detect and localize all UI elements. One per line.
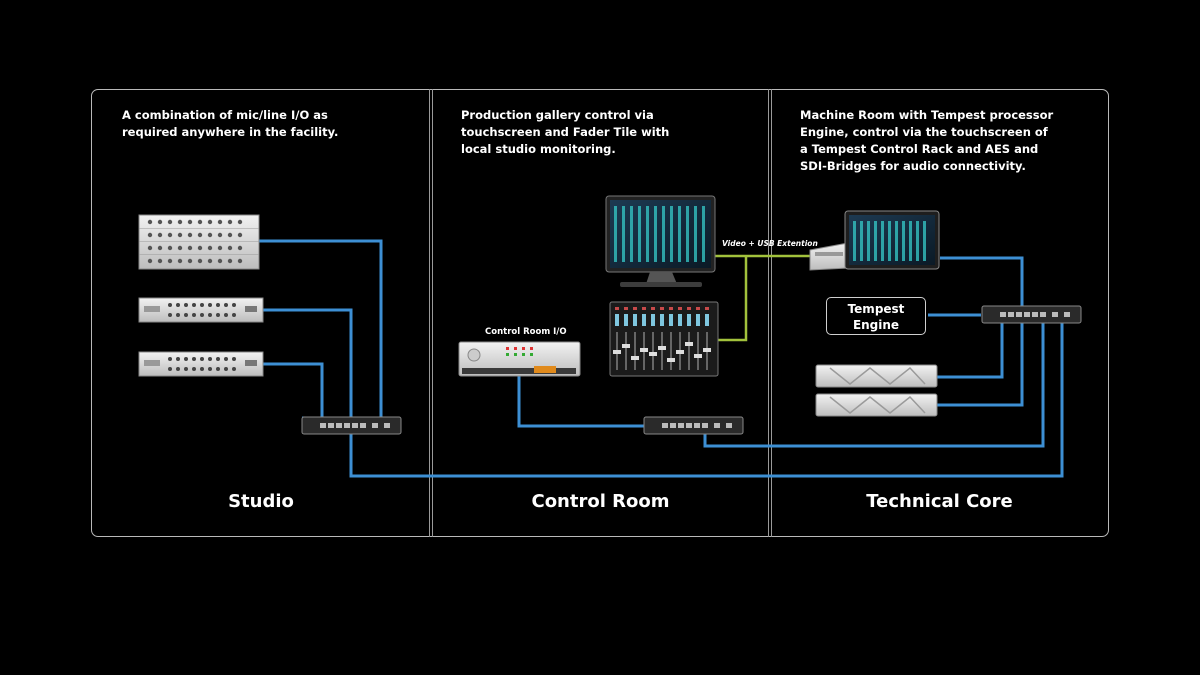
sdi-bridge-device	[815, 393, 938, 417]
link-sdi-coreswitch	[937, 323, 1024, 407]
control-room-description: Production gallery control via touchscre…	[461, 108, 670, 156]
link-io2-trunk	[263, 308, 1064, 478]
engine-label-line2: Engine	[852, 318, 900, 332]
control-room-io-device	[458, 341, 581, 377]
control-room-io-label: Control Room I/O	[485, 327, 567, 337]
core-network-switch	[981, 305, 1082, 324]
control-room-network-switch	[643, 416, 744, 435]
zone-divider	[768, 89, 772, 537]
diagram-frame	[91, 89, 1109, 537]
link-stagebox-switch	[259, 239, 383, 418]
studio-stagebox-device	[138, 214, 260, 270]
engine-label-line1: Tempest	[847, 302, 905, 316]
aes-bridge-device	[815, 364, 938, 388]
fader-tile	[609, 301, 719, 377]
video-usb-links	[715, 254, 810, 342]
link-rack-coreswitch	[940, 256, 1024, 308]
link-fadertile-ext	[718, 256, 748, 342]
zone-title-technical-core: Technical Core	[866, 491, 1013, 512]
studio-io-unit-2	[138, 351, 264, 377]
link-io3-switch	[263, 362, 324, 420]
link-aes-coreswitch	[937, 323, 1004, 379]
studio-io-unit-1	[138, 297, 264, 323]
link-crswitch-core	[703, 323, 1045, 448]
tempest-engine-box: Tempest Engine	[826, 297, 926, 335]
touchscreen-monitor	[605, 195, 716, 287]
tempest-control-rack	[809, 210, 940, 271]
studio-network-switch	[301, 416, 402, 435]
zone-title-studio: Studio	[228, 491, 294, 512]
zone-title-control-room: Control Room	[531, 491, 670, 512]
zone-divider	[429, 89, 433, 537]
video-usb-label: Video + USB Extention	[722, 239, 818, 248]
network-links	[259, 239, 1064, 478]
studio-description: A combination of mic/line I/O as require…	[122, 108, 339, 139]
technical-core-description: Machine Room with Tempest processor Engi…	[800, 108, 1054, 173]
link-crio-switch	[517, 376, 645, 428]
